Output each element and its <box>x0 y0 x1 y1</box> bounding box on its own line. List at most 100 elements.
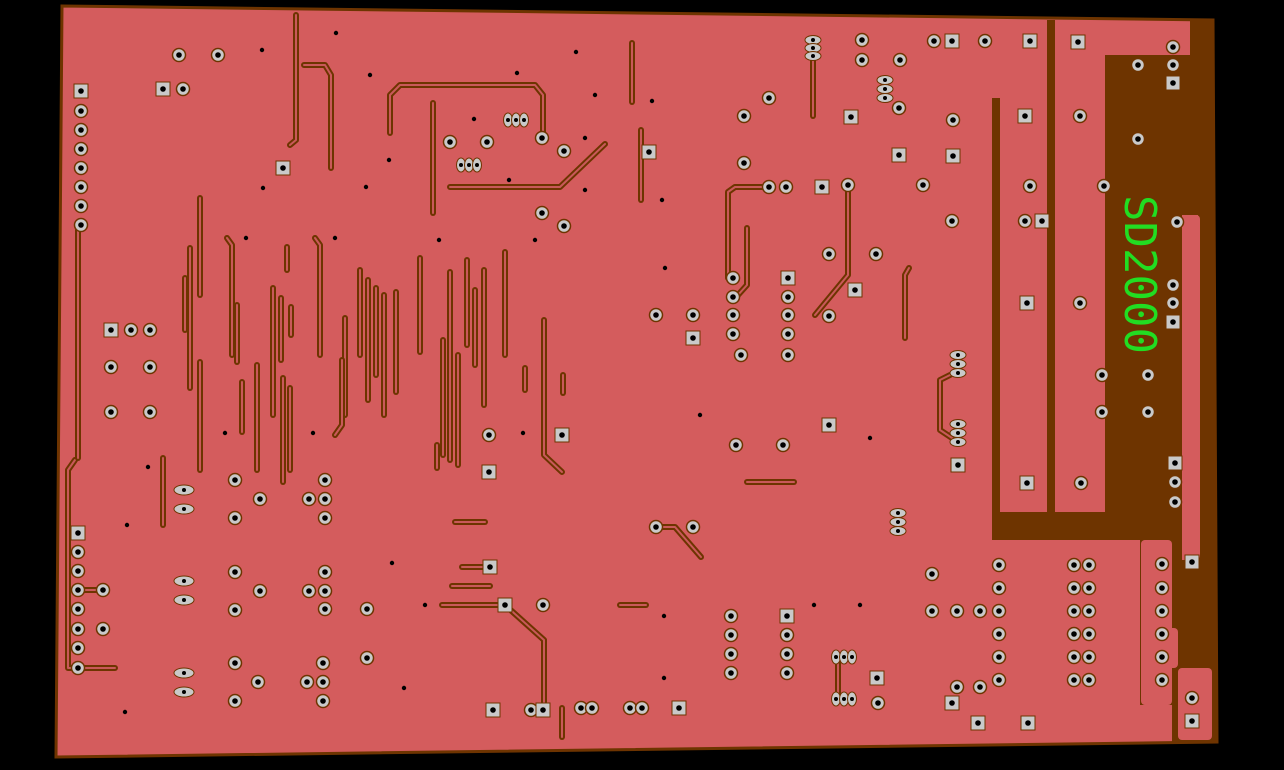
drill-hole <box>896 105 902 111</box>
drill-hole <box>956 353 960 357</box>
drill-hole <box>955 462 961 468</box>
silkscreen-label: SD2000 <box>1114 195 1165 354</box>
drill-hole <box>539 135 545 141</box>
drill-hole <box>920 182 926 188</box>
via <box>310 430 316 436</box>
drill-hole <box>1159 677 1165 683</box>
drill-hole <box>949 700 955 706</box>
drill-hole <box>982 38 988 44</box>
drill-hole <box>784 651 790 657</box>
drill-hole <box>676 705 682 711</box>
via <box>471 116 477 122</box>
drill-hole <box>100 587 106 593</box>
drill-hole <box>690 524 696 530</box>
trace-core <box>543 319 563 473</box>
drill-hole <box>322 515 328 521</box>
drill-hole <box>996 654 1002 660</box>
drill-hole <box>522 118 526 122</box>
drill-hole <box>733 442 739 448</box>
drill-hole <box>996 562 1002 568</box>
drill-hole <box>78 165 84 171</box>
drill-hole <box>653 524 659 530</box>
drill-hole <box>954 684 960 690</box>
drill-hole <box>1174 219 1180 225</box>
drill-hole <box>484 139 490 145</box>
drill-hole <box>182 671 186 675</box>
drill-hole <box>848 114 854 120</box>
drill-hole <box>182 598 186 602</box>
drill-hole <box>977 684 983 690</box>
drill-hole <box>728 613 734 619</box>
via <box>422 602 428 608</box>
drill-hole <box>1071 654 1077 660</box>
drill-hole <box>215 52 221 58</box>
via <box>332 235 338 241</box>
drill-hole <box>75 665 81 671</box>
drill-hole <box>528 707 534 713</box>
drill-hole <box>1027 183 1033 189</box>
drill-hole <box>75 645 81 651</box>
drill-hole <box>873 251 879 257</box>
drill-hole <box>257 588 263 594</box>
drill-hole <box>728 670 734 676</box>
drill-hole <box>730 312 736 318</box>
drill-hole <box>1099 409 1105 415</box>
drill-hole <box>540 707 546 713</box>
drill-hole <box>320 679 326 685</box>
drill-hole <box>883 87 887 91</box>
drill-hole <box>1170 300 1176 306</box>
via <box>389 560 395 566</box>
via <box>532 237 538 243</box>
drill-hole <box>1170 319 1176 325</box>
via <box>573 49 579 55</box>
drill-hole <box>1077 300 1083 306</box>
via <box>649 98 655 104</box>
trace-core <box>727 186 770 279</box>
drill-hole <box>322 496 328 502</box>
drill-hole <box>834 697 838 701</box>
copper-edge <box>1105 55 1190 58</box>
drill-hole <box>950 153 956 159</box>
drill-hole <box>741 160 747 166</box>
drill-hole <box>1071 677 1077 683</box>
drill-hole <box>1071 585 1077 591</box>
drill-hole <box>1086 631 1092 637</box>
drill-hole <box>896 511 900 515</box>
via <box>582 187 588 193</box>
drill-hole <box>1189 695 1195 701</box>
substrate-strip <box>1183 215 1200 560</box>
via <box>659 197 665 203</box>
drill-hole <box>783 184 789 190</box>
drill-hole <box>322 588 328 594</box>
drill-hole <box>1078 480 1084 486</box>
drill-hole <box>147 409 153 415</box>
drill-hole <box>502 602 508 608</box>
drill-hole <box>506 118 510 122</box>
drill-hole <box>78 88 84 94</box>
drill-hole <box>811 54 815 58</box>
via <box>811 602 817 608</box>
drill-hole <box>182 488 186 492</box>
drill-hole <box>883 78 887 82</box>
trace-core <box>389 84 544 139</box>
drill-hole <box>280 165 286 171</box>
drill-hole <box>826 422 832 428</box>
drill-hole <box>232 515 238 521</box>
drill-hole <box>646 149 652 155</box>
drill-hole <box>75 568 81 574</box>
drill-hole <box>1135 62 1141 68</box>
via <box>857 602 863 608</box>
drill-hole <box>176 52 182 58</box>
drill-hole <box>182 690 186 694</box>
drill-hole <box>467 163 471 167</box>
drill-hole <box>322 569 328 575</box>
drill-hole <box>956 431 960 435</box>
drill-hole <box>780 442 786 448</box>
drill-hole <box>883 96 887 100</box>
drill-hole <box>785 294 791 300</box>
drill-hole <box>1145 372 1151 378</box>
drill-hole <box>475 163 479 167</box>
via <box>367 72 373 78</box>
drill-hole <box>180 86 186 92</box>
drill-hole <box>1159 608 1165 614</box>
